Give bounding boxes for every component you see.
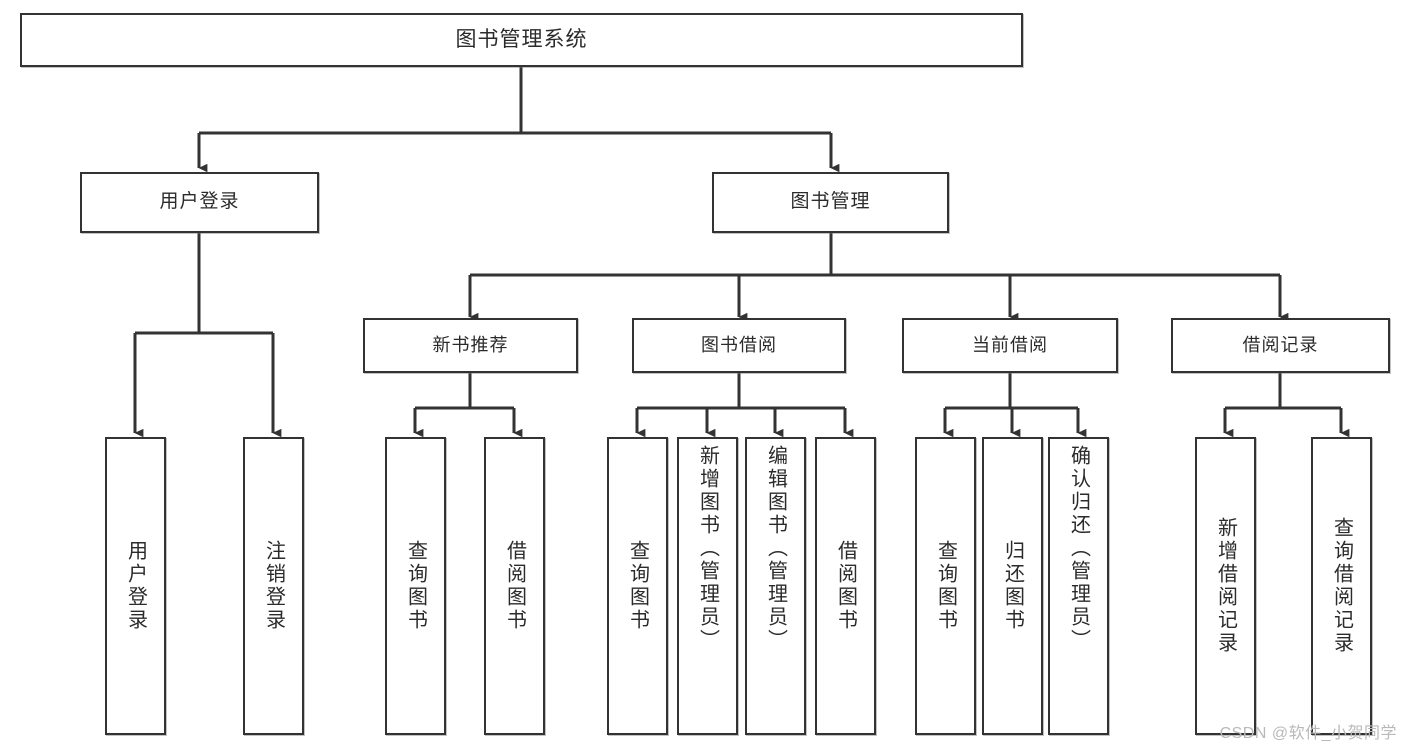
leaf-record-add-record[interactable]: 新增借阅记录 [1195, 437, 1256, 735]
node-label: 图书管理系统 [455, 27, 588, 51]
node-new-book-recommend[interactable]: 新书推荐 [363, 318, 578, 373]
node-label: 新增图书（管理员） [696, 445, 719, 652]
node-label: 用户登录 [159, 191, 240, 213]
leaf-user-login-logout[interactable]: 注销登录 [243, 437, 304, 735]
node-label: 借阅记录 [1242, 334, 1319, 355]
node-book-borrow[interactable]: 图书借阅 [632, 318, 846, 373]
node-user-login[interactable]: 用户登录 [80, 172, 319, 233]
node-label: 查询图书 [404, 540, 427, 632]
leaf-borrow-query-book[interactable]: 查询图书 [607, 437, 668, 735]
csdn-watermark: CSDN @软件_小贺同学 [1219, 725, 1397, 742]
node-label: 图书借阅 [701, 334, 777, 355]
node-label: 查询借阅记录 [1330, 517, 1353, 655]
leaf-current-query-book[interactable]: 查询图书 [915, 437, 976, 735]
node-current-borrow[interactable]: 当前借阅 [902, 318, 1118, 373]
leaf-recommend-query-book[interactable]: 查询图书 [385, 437, 446, 735]
node-label: 借阅图书 [503, 540, 526, 632]
node-label: 借阅图书 [834, 540, 857, 632]
node-borrow-record[interactable]: 借阅记录 [1171, 318, 1390, 373]
node-label: 注销登录 [262, 540, 285, 632]
node-label: 查询图书 [626, 540, 649, 632]
leaf-record-query-record[interactable]: 查询借阅记录 [1311, 437, 1372, 735]
node-label: 图书管理 [790, 191, 871, 213]
node-book-management[interactable]: 图书管理 [712, 172, 949, 233]
node-label: 编辑图书（管理员） [764, 445, 787, 652]
node-label: 新书推荐 [432, 334, 509, 355]
node-root-system[interactable]: 图书管理系统 [20, 13, 1023, 67]
node-label: 归还图书 [1001, 540, 1024, 632]
leaf-current-confirm-return-admin[interactable]: 确认归还（管理员） [1048, 437, 1109, 735]
leaf-recommend-borrow-book[interactable]: 借阅图书 [484, 437, 545, 735]
leaf-borrow-edit-book-admin[interactable]: 编辑图书（管理员） [745, 437, 806, 735]
leaf-borrow-add-book-admin[interactable]: 新增图书（管理员） [677, 437, 738, 735]
leaf-borrow-borrow-book[interactable]: 借阅图书 [815, 437, 876, 735]
node-label: 用户登录 [124, 540, 147, 632]
node-label: 查询图书 [934, 540, 957, 632]
leaf-current-return-book[interactable]: 归还图书 [982, 437, 1043, 735]
leaf-user-login-login[interactable]: 用户登录 [105, 437, 166, 735]
node-label: 新增借阅记录 [1214, 517, 1237, 655]
node-label: 当前借阅 [972, 334, 1048, 355]
node-label: 确认归还（管理员） [1067, 445, 1090, 652]
